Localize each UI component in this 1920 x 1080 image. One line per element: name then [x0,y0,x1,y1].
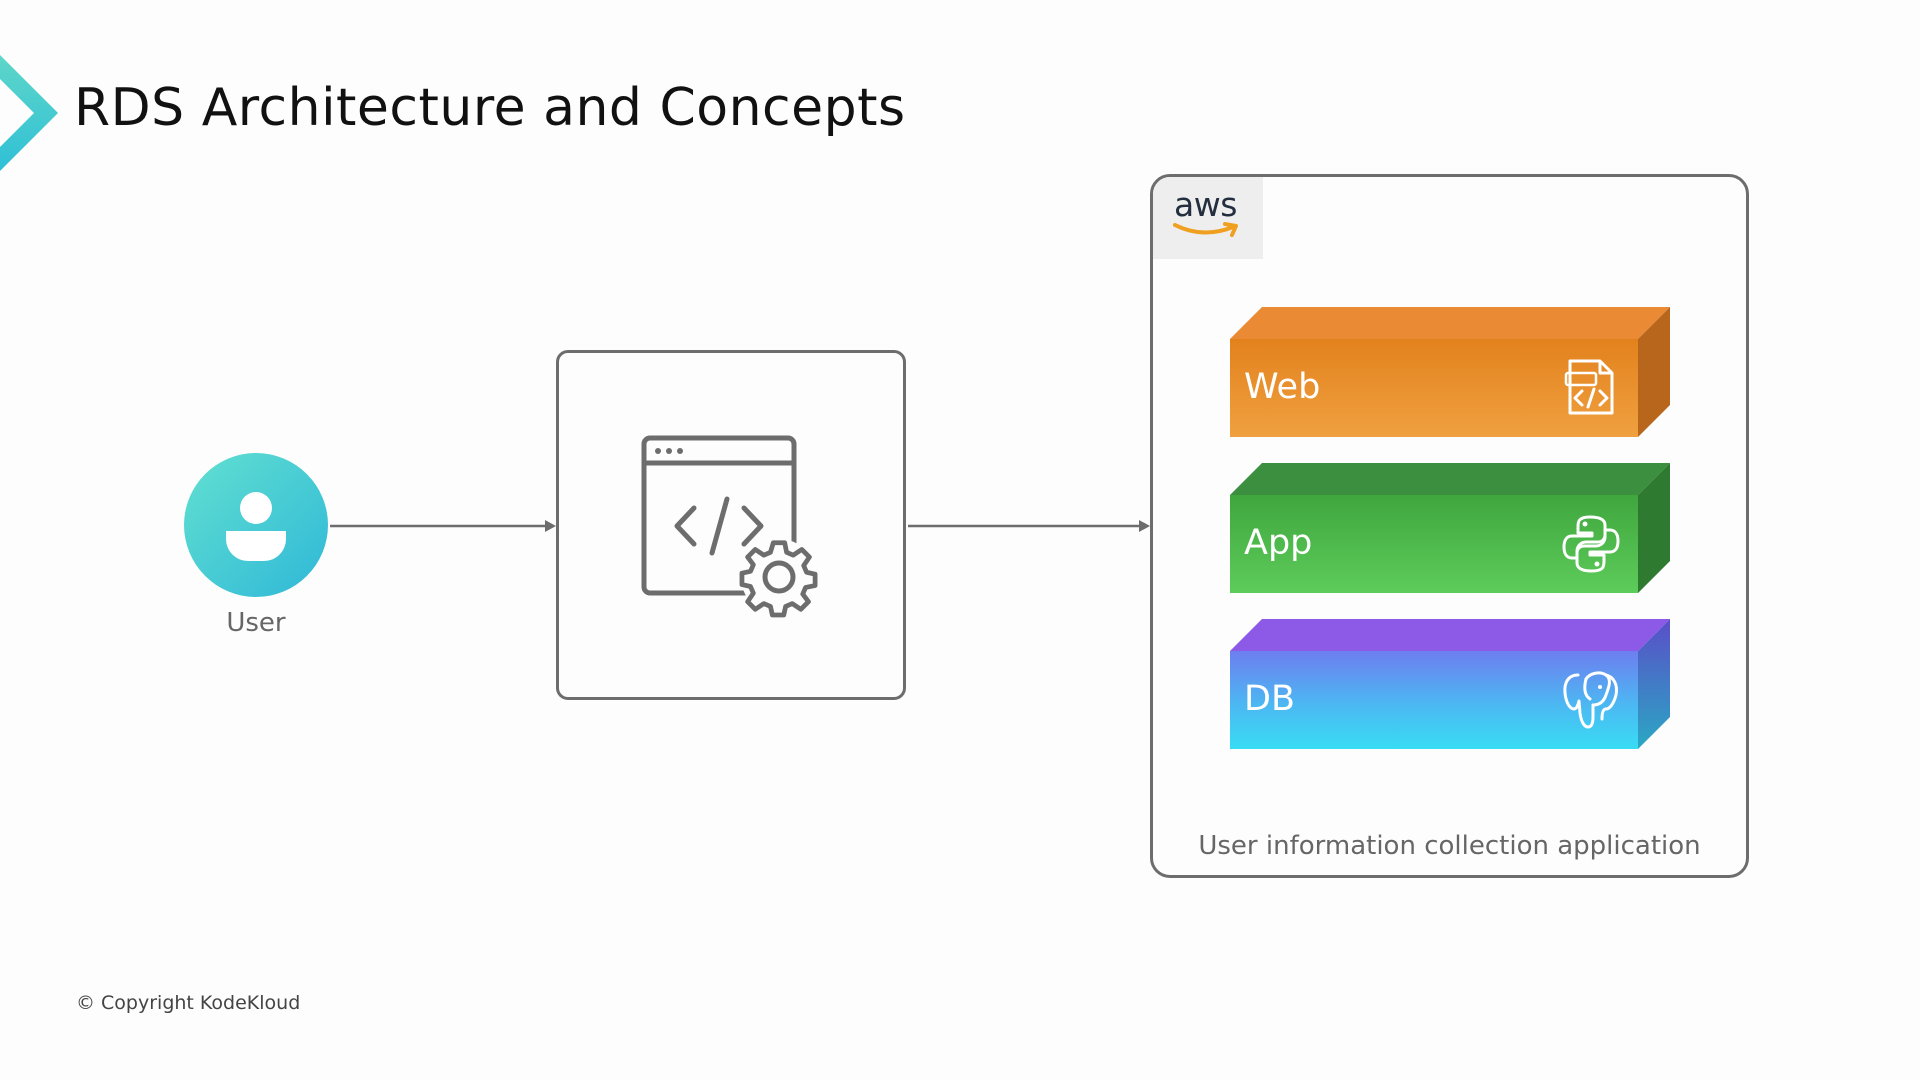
copyright-footer: © Copyright KodeKloud [76,992,301,1014]
html-file-icon [1564,359,1614,415]
code-window-gear-icon [641,435,818,618]
tier-app-block [1230,463,1670,593]
python-icon [1562,515,1620,573]
user-label: User [226,608,286,638]
aws-logo-text: aws [1174,185,1237,224]
tier-web-block [1230,307,1670,437]
aws-logo: aws [1153,177,1263,259]
tier-db-label: DB [1244,679,1295,719]
user-icon [184,453,328,597]
aws-caption: User information collection application [1198,831,1701,861]
arrow-head-app-to-aws [1139,520,1150,532]
tier-web-label: Web [1244,367,1321,407]
tier-db-block [1230,619,1670,749]
postgresql-icon [1563,671,1618,729]
application-box [556,350,906,700]
aws-smile-icon [1173,222,1238,237]
user-avatar [184,453,328,597]
tier-app-label: App [1244,523,1313,563]
page-title: RDS Architecture and Concepts [74,78,906,138]
arrow-head-user-to-app [545,520,556,532]
header-chevron-icon [0,55,58,171]
aws-cloud-box: aws Web [1150,174,1749,878]
tier-db: DB [1230,619,1675,749]
tier-app: App [1230,463,1675,593]
tier-web: Web [1230,307,1675,437]
